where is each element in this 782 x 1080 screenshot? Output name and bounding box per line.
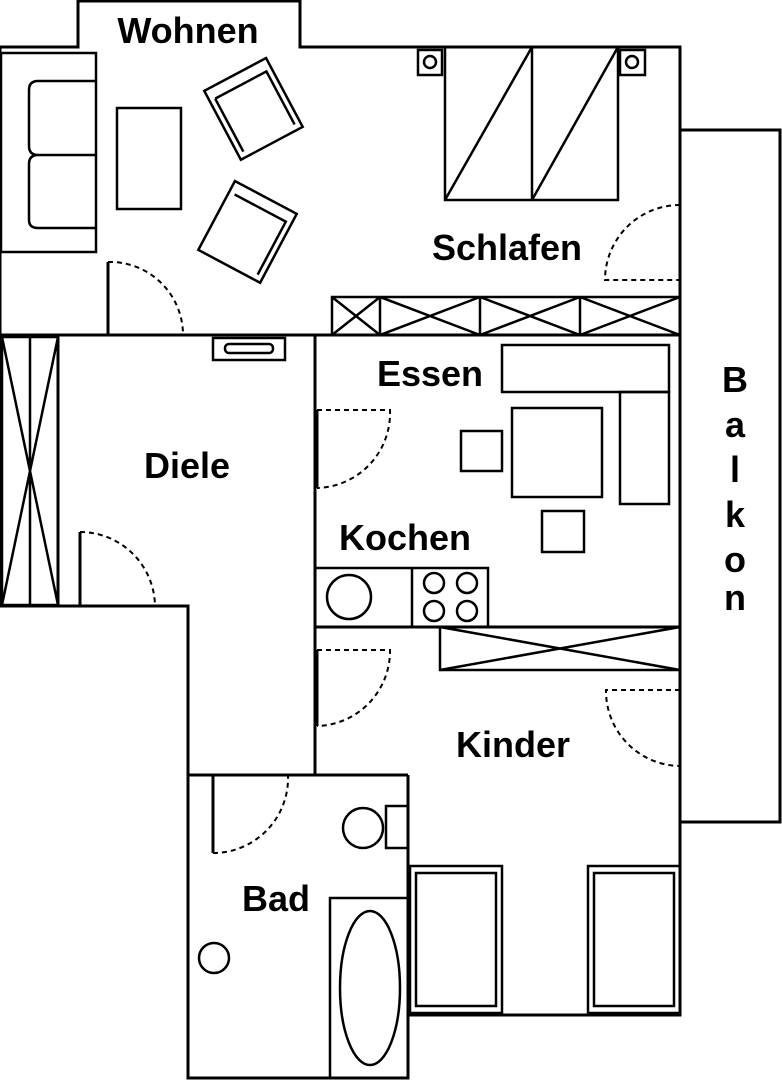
label-balkon-letter: l bbox=[730, 449, 740, 490]
label-kochen: Kochen bbox=[339, 517, 471, 558]
kids-furniture bbox=[408, 625, 682, 1015]
coffee-table bbox=[115, 106, 183, 211]
label-diele: Diele bbox=[144, 445, 230, 486]
wardrobe bbox=[330, 295, 682, 337]
sofa bbox=[0, 51, 98, 254]
label-bad: Bad bbox=[242, 878, 310, 919]
balcony bbox=[678, 128, 782, 824]
living-furniture bbox=[0, 51, 305, 285]
doors bbox=[78, 204, 682, 854]
label-wohnen: Wohnen bbox=[117, 10, 258, 51]
armchair bbox=[196, 179, 299, 285]
hall-furniture bbox=[0, 335, 287, 607]
bedroom-furniture bbox=[330, 45, 682, 337]
room-labels: Wohnen Schlafen Essen Diele Kochen Kinde… bbox=[117, 10, 748, 919]
label-balkon-letter: o bbox=[724, 539, 746, 580]
label-kinder: Kinder bbox=[456, 724, 570, 765]
label-balkon-letter: k bbox=[725, 494, 746, 535]
label-balkon-letter: a bbox=[725, 404, 746, 445]
label-schlafen: Schlafen bbox=[432, 227, 582, 268]
bath-furniture bbox=[197, 804, 410, 1080]
radiator bbox=[211, 336, 287, 362]
sink bbox=[197, 941, 231, 975]
label-balkon-letter: n bbox=[724, 577, 746, 618]
label-balkon-letter: B bbox=[722, 359, 748, 400]
label-essen: Essen bbox=[377, 353, 483, 394]
armchair bbox=[202, 56, 305, 162]
dining-kitchen-furniture bbox=[313, 343, 671, 629]
toilet bbox=[341, 806, 385, 850]
sink bbox=[325, 573, 373, 621]
bathtub bbox=[328, 896, 410, 1080]
dining-table bbox=[510, 406, 604, 499]
kitchen-counter bbox=[313, 566, 490, 629]
